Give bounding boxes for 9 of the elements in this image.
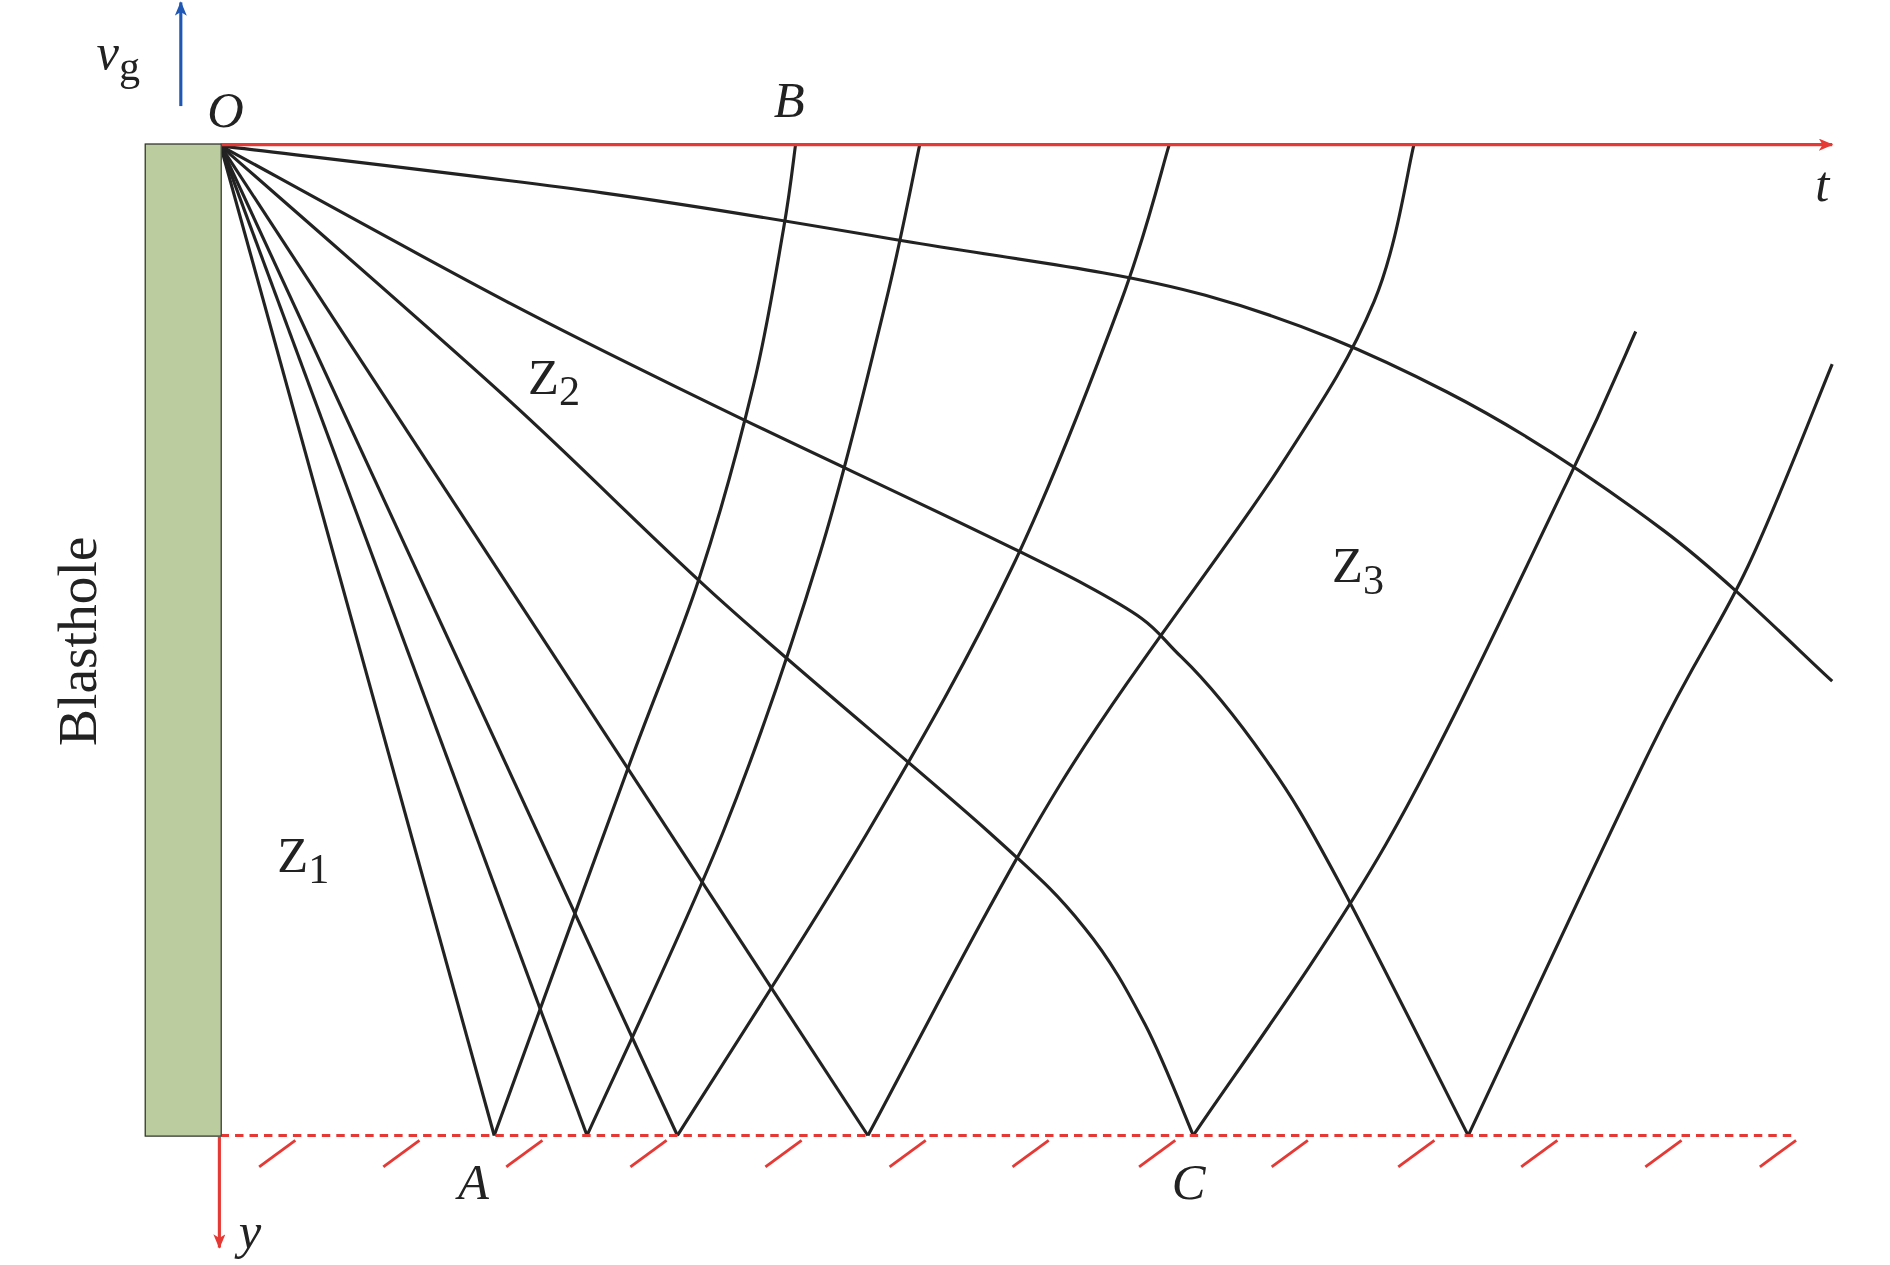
zone-label: Z$_{1}$	[277, 829, 330, 891]
point-label: B	[773, 74, 805, 126]
point-label: C	[1171, 1157, 1206, 1208]
zone-label: Z$_{2}$	[527, 352, 580, 413]
blasthole-label: Blasthole	[50, 535, 107, 746]
point-label: O	[207, 84, 244, 135]
axis-label: v$_{g}$	[96, 26, 140, 88]
zone-label: Z$_{3}$	[1331, 540, 1384, 601]
axis-label: t	[1815, 159, 1830, 210]
